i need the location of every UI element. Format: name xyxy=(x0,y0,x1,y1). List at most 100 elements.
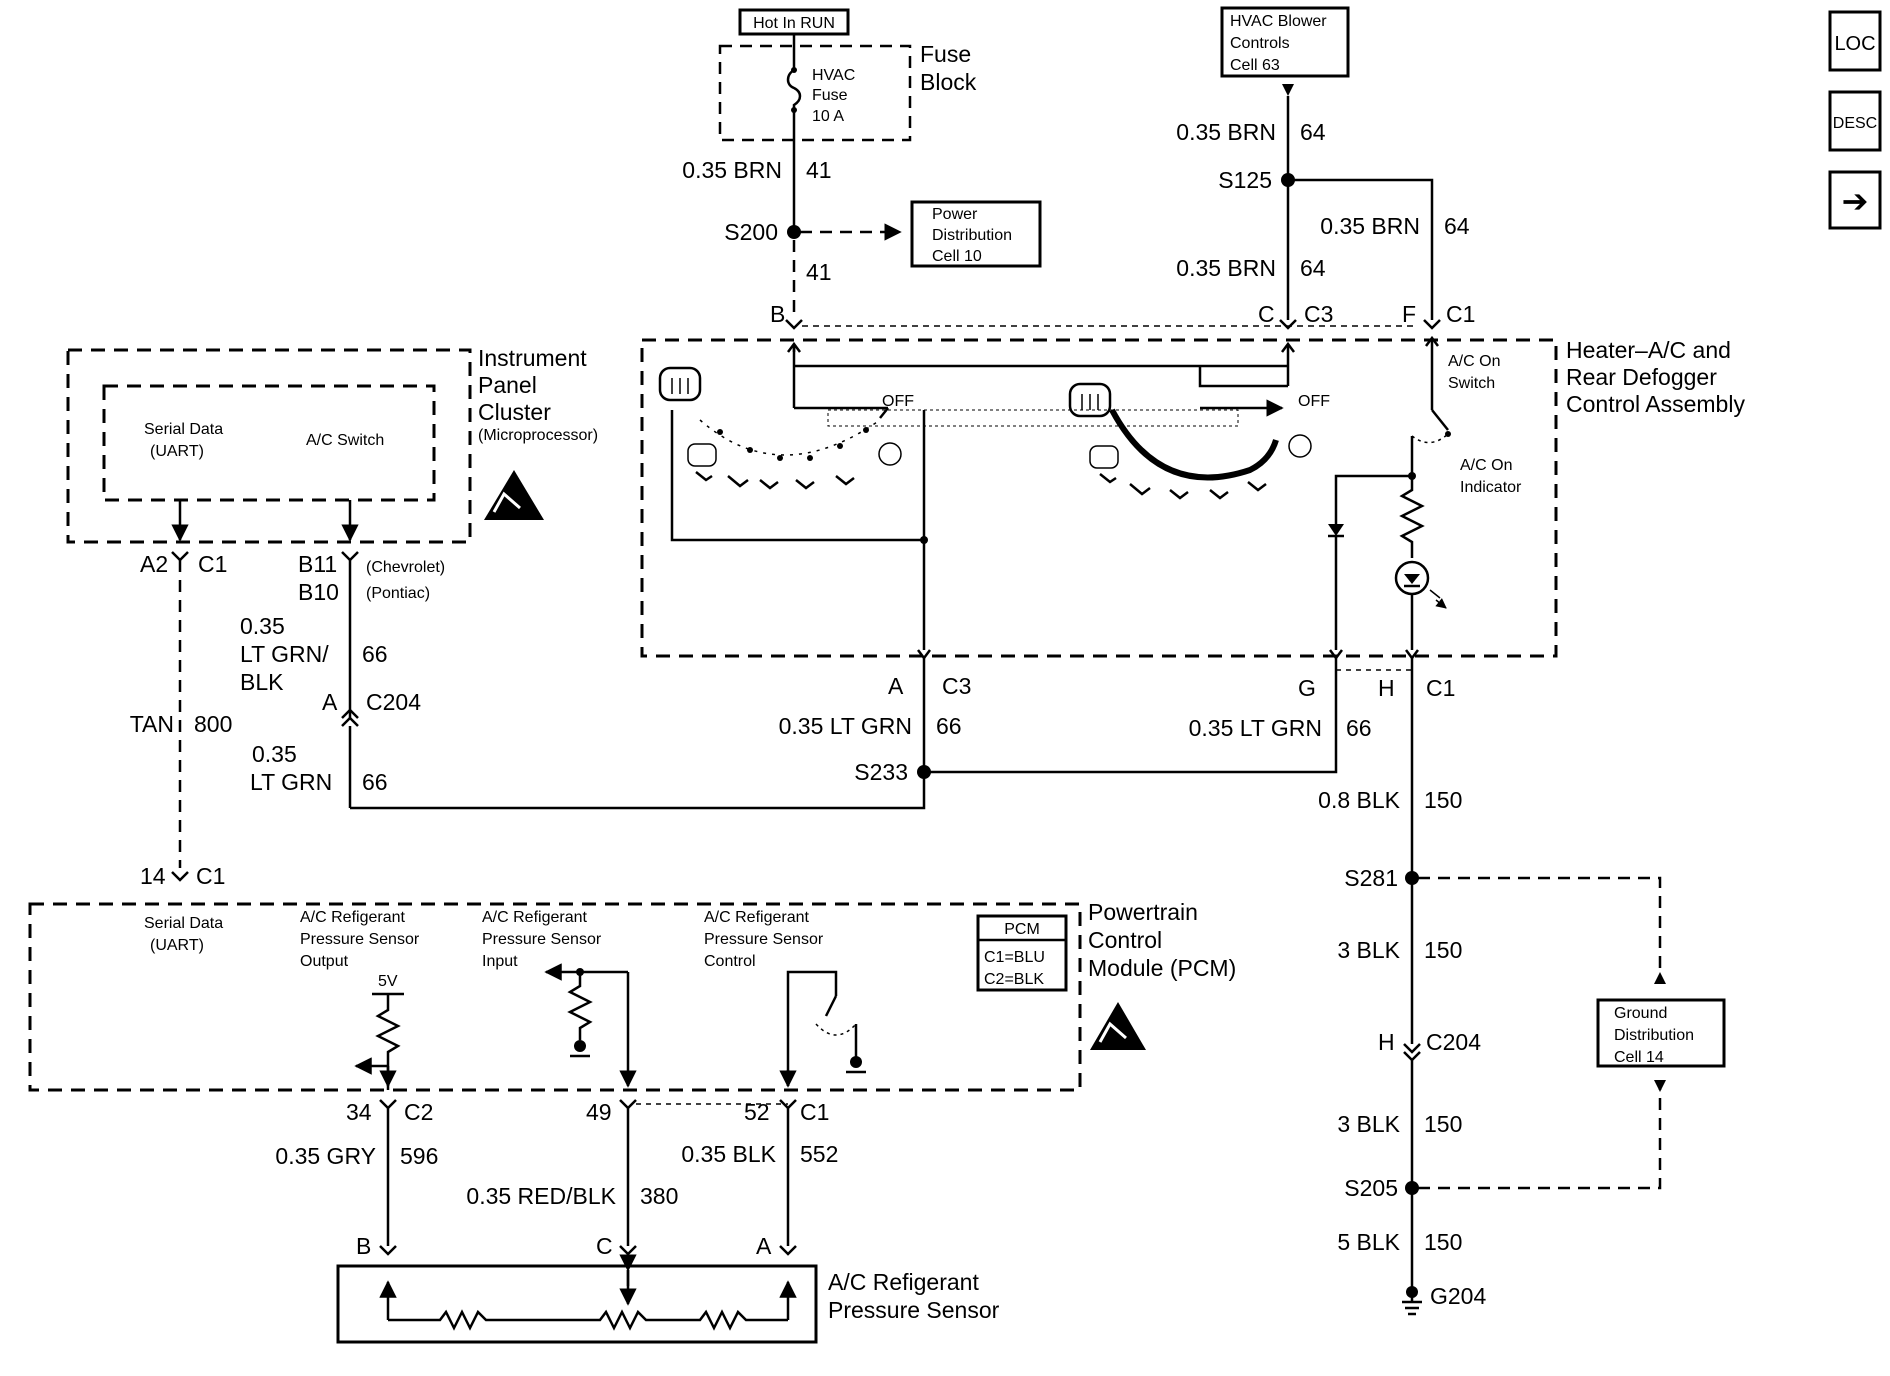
conn-c2-label: C2 xyxy=(404,1099,433,1125)
desc-button[interactable]: DESC xyxy=(1828,90,1882,152)
power-dist-line1: Power xyxy=(932,206,978,223)
wire-66b-num: 66 xyxy=(362,769,388,795)
wire-66b-color-1: 0.35 xyxy=(252,741,297,767)
pcm-input-label-1: A/C Refigerant xyxy=(482,909,587,926)
ground-g204-icon xyxy=(1402,1300,1422,1316)
conn-c-label: C xyxy=(1258,301,1275,327)
wire-800-num: 800 xyxy=(194,711,232,737)
conn-14-label: 14 xyxy=(140,863,166,889)
wire-66c-num: 66 xyxy=(936,713,962,739)
conn-49-label: 49 xyxy=(586,1099,612,1125)
wire-150c-color: 3 BLK xyxy=(1337,1111,1400,1137)
conn-c1-label: C1 xyxy=(1446,301,1475,327)
diode-icon xyxy=(1328,524,1344,536)
pcm-control-label-1: A/C Refigerant xyxy=(704,909,809,926)
ac-on-switch-label-1: A/C On xyxy=(1448,353,1500,370)
off-label-2: OFF xyxy=(1298,393,1330,410)
conn-sensor-b-label: B xyxy=(356,1233,371,1259)
pcm-5v-label: 5V xyxy=(378,973,398,990)
conn-b10-label: B10 xyxy=(298,579,339,605)
instrument-panel-cluster-outline xyxy=(66,348,472,544)
ground-dist-line2: Distribution xyxy=(1614,1027,1694,1044)
hvac-fuse-icon xyxy=(786,46,802,140)
ipc-label-3: Cluster xyxy=(478,399,551,425)
ipc-label-1: Instrument xyxy=(478,345,587,371)
wire-66d-num: 66 xyxy=(1346,715,1372,741)
pcm-control-label-2: Pressure Sensor xyxy=(704,931,824,948)
hot-in-run-box xyxy=(738,8,850,36)
wire-596-color: 0.35 GRY xyxy=(275,1143,376,1169)
sensor-label-1: A/C Refigerant xyxy=(828,1269,979,1295)
wire-66c-color: 0.35 LT GRN xyxy=(779,713,912,739)
wire-552-num: 552 xyxy=(800,1141,838,1167)
ac-on-switch-icon xyxy=(1431,409,1449,431)
fuse-label-1: HVAC xyxy=(812,67,855,84)
conn-c3-label: C3 xyxy=(1304,301,1333,327)
hvac-blower-line1: HVAC Blower xyxy=(1230,13,1327,30)
sensor-resistor-network-icon xyxy=(388,1309,788,1331)
pcm-label-1: Powertrain xyxy=(1088,899,1198,925)
conn-a2-c1-label: C1 xyxy=(198,551,227,577)
fuse-label-3: 10 A xyxy=(812,108,844,125)
rear-defog-icon-1 xyxy=(658,366,702,402)
splice-s281 xyxy=(1405,871,1419,885)
wire-64b-num: 64 xyxy=(1444,213,1470,239)
pcm-label-3: Module (PCM) xyxy=(1088,955,1236,981)
splice-s205 xyxy=(1405,1181,1419,1195)
pcm-box-c2: C2=BLK xyxy=(984,971,1044,988)
conn-52-label: 52 xyxy=(744,1099,770,1125)
loc-label: LOC xyxy=(1834,33,1875,55)
ac-on-indicator-label-1: A/C On xyxy=(1460,457,1512,474)
wire-150b-num: 150 xyxy=(1424,937,1462,963)
pcm-serial-label-2: (UART) xyxy=(150,937,204,954)
conn-a-c3-label: A xyxy=(888,673,904,699)
wire-64a-num: 64 xyxy=(1300,119,1326,145)
conn-a-c3-c3-label: C3 xyxy=(942,673,971,699)
wire-64c-color: 0.35 BRN xyxy=(1176,255,1276,281)
ipc-label-4: (Microprocessor) xyxy=(478,427,598,444)
wire-66a-color-3: BLK xyxy=(240,669,284,695)
conn-f-label: F xyxy=(1402,301,1416,327)
wire-150d-color: 5 BLK xyxy=(1337,1229,1400,1255)
off-label-1: OFF xyxy=(882,393,914,410)
conn-52-c1-label: C1 xyxy=(800,1099,829,1125)
power-distribution-box xyxy=(910,200,1042,268)
pcm-control-switch-icon xyxy=(824,995,838,1017)
heater-control-assembly-outline xyxy=(640,338,1558,658)
conn-14-c1-label: C1 xyxy=(196,863,225,889)
ipc-ac-switch-label: A/C Switch xyxy=(306,432,384,449)
wire-66a-color-2: LT GRN/ xyxy=(240,641,329,667)
wire-66b-color-2: LT GRN xyxy=(250,769,332,795)
ground-distribution-box xyxy=(1596,998,1726,1068)
wire-596-num: 596 xyxy=(400,1143,438,1169)
ground-dist-line1: Ground xyxy=(1614,1005,1667,1022)
pressure-sensor-box xyxy=(336,1264,818,1344)
esd-warning-icon-1 xyxy=(484,470,544,520)
pcm-box-c1: C1=BLU xyxy=(984,949,1045,966)
hvac-blower-line2: Controls xyxy=(1230,35,1290,52)
wire-41-num: 41 xyxy=(806,157,832,183)
wire-64b-color: 0.35 BRN xyxy=(1320,213,1420,239)
esd-warning-icon-2 xyxy=(1090,1002,1146,1050)
power-dist-line2: Distribution xyxy=(932,227,1012,244)
pcm-input-label-2: Pressure Sensor xyxy=(482,931,602,948)
pcm-control-label-3: Control xyxy=(704,953,756,970)
wire-150c-num: 150 xyxy=(1424,1111,1462,1137)
conn-sensor-a-label: A xyxy=(756,1233,772,1259)
mode-icons-left xyxy=(687,443,855,490)
conn-sensor-c-label: C xyxy=(596,1233,613,1259)
conn-h-c204-label: H xyxy=(1378,1029,1395,1055)
conn-h-c204-c204-label: C204 xyxy=(1426,1029,1481,1055)
wire-64c-num: 64 xyxy=(1300,255,1326,281)
chevrolet-label: (Chevrolet) xyxy=(366,559,445,576)
wire-66a-num: 66 xyxy=(362,641,388,667)
pcm-box-title: PCM xyxy=(1004,921,1040,938)
heater-label-1: Heater–A/C and xyxy=(1566,337,1731,363)
loc-button[interactable]: LOC xyxy=(1828,10,1882,72)
wire-150b-color: 3 BLK xyxy=(1337,937,1400,963)
pcm-input-label-3: Input xyxy=(482,953,518,970)
wire-150d-num: 150 xyxy=(1424,1229,1462,1255)
ac-on-indicator-label-2: Indicator xyxy=(1460,479,1522,496)
next-arrow-button[interactable]: ➔ xyxy=(1828,170,1882,230)
conn-h-label: H xyxy=(1378,675,1395,701)
